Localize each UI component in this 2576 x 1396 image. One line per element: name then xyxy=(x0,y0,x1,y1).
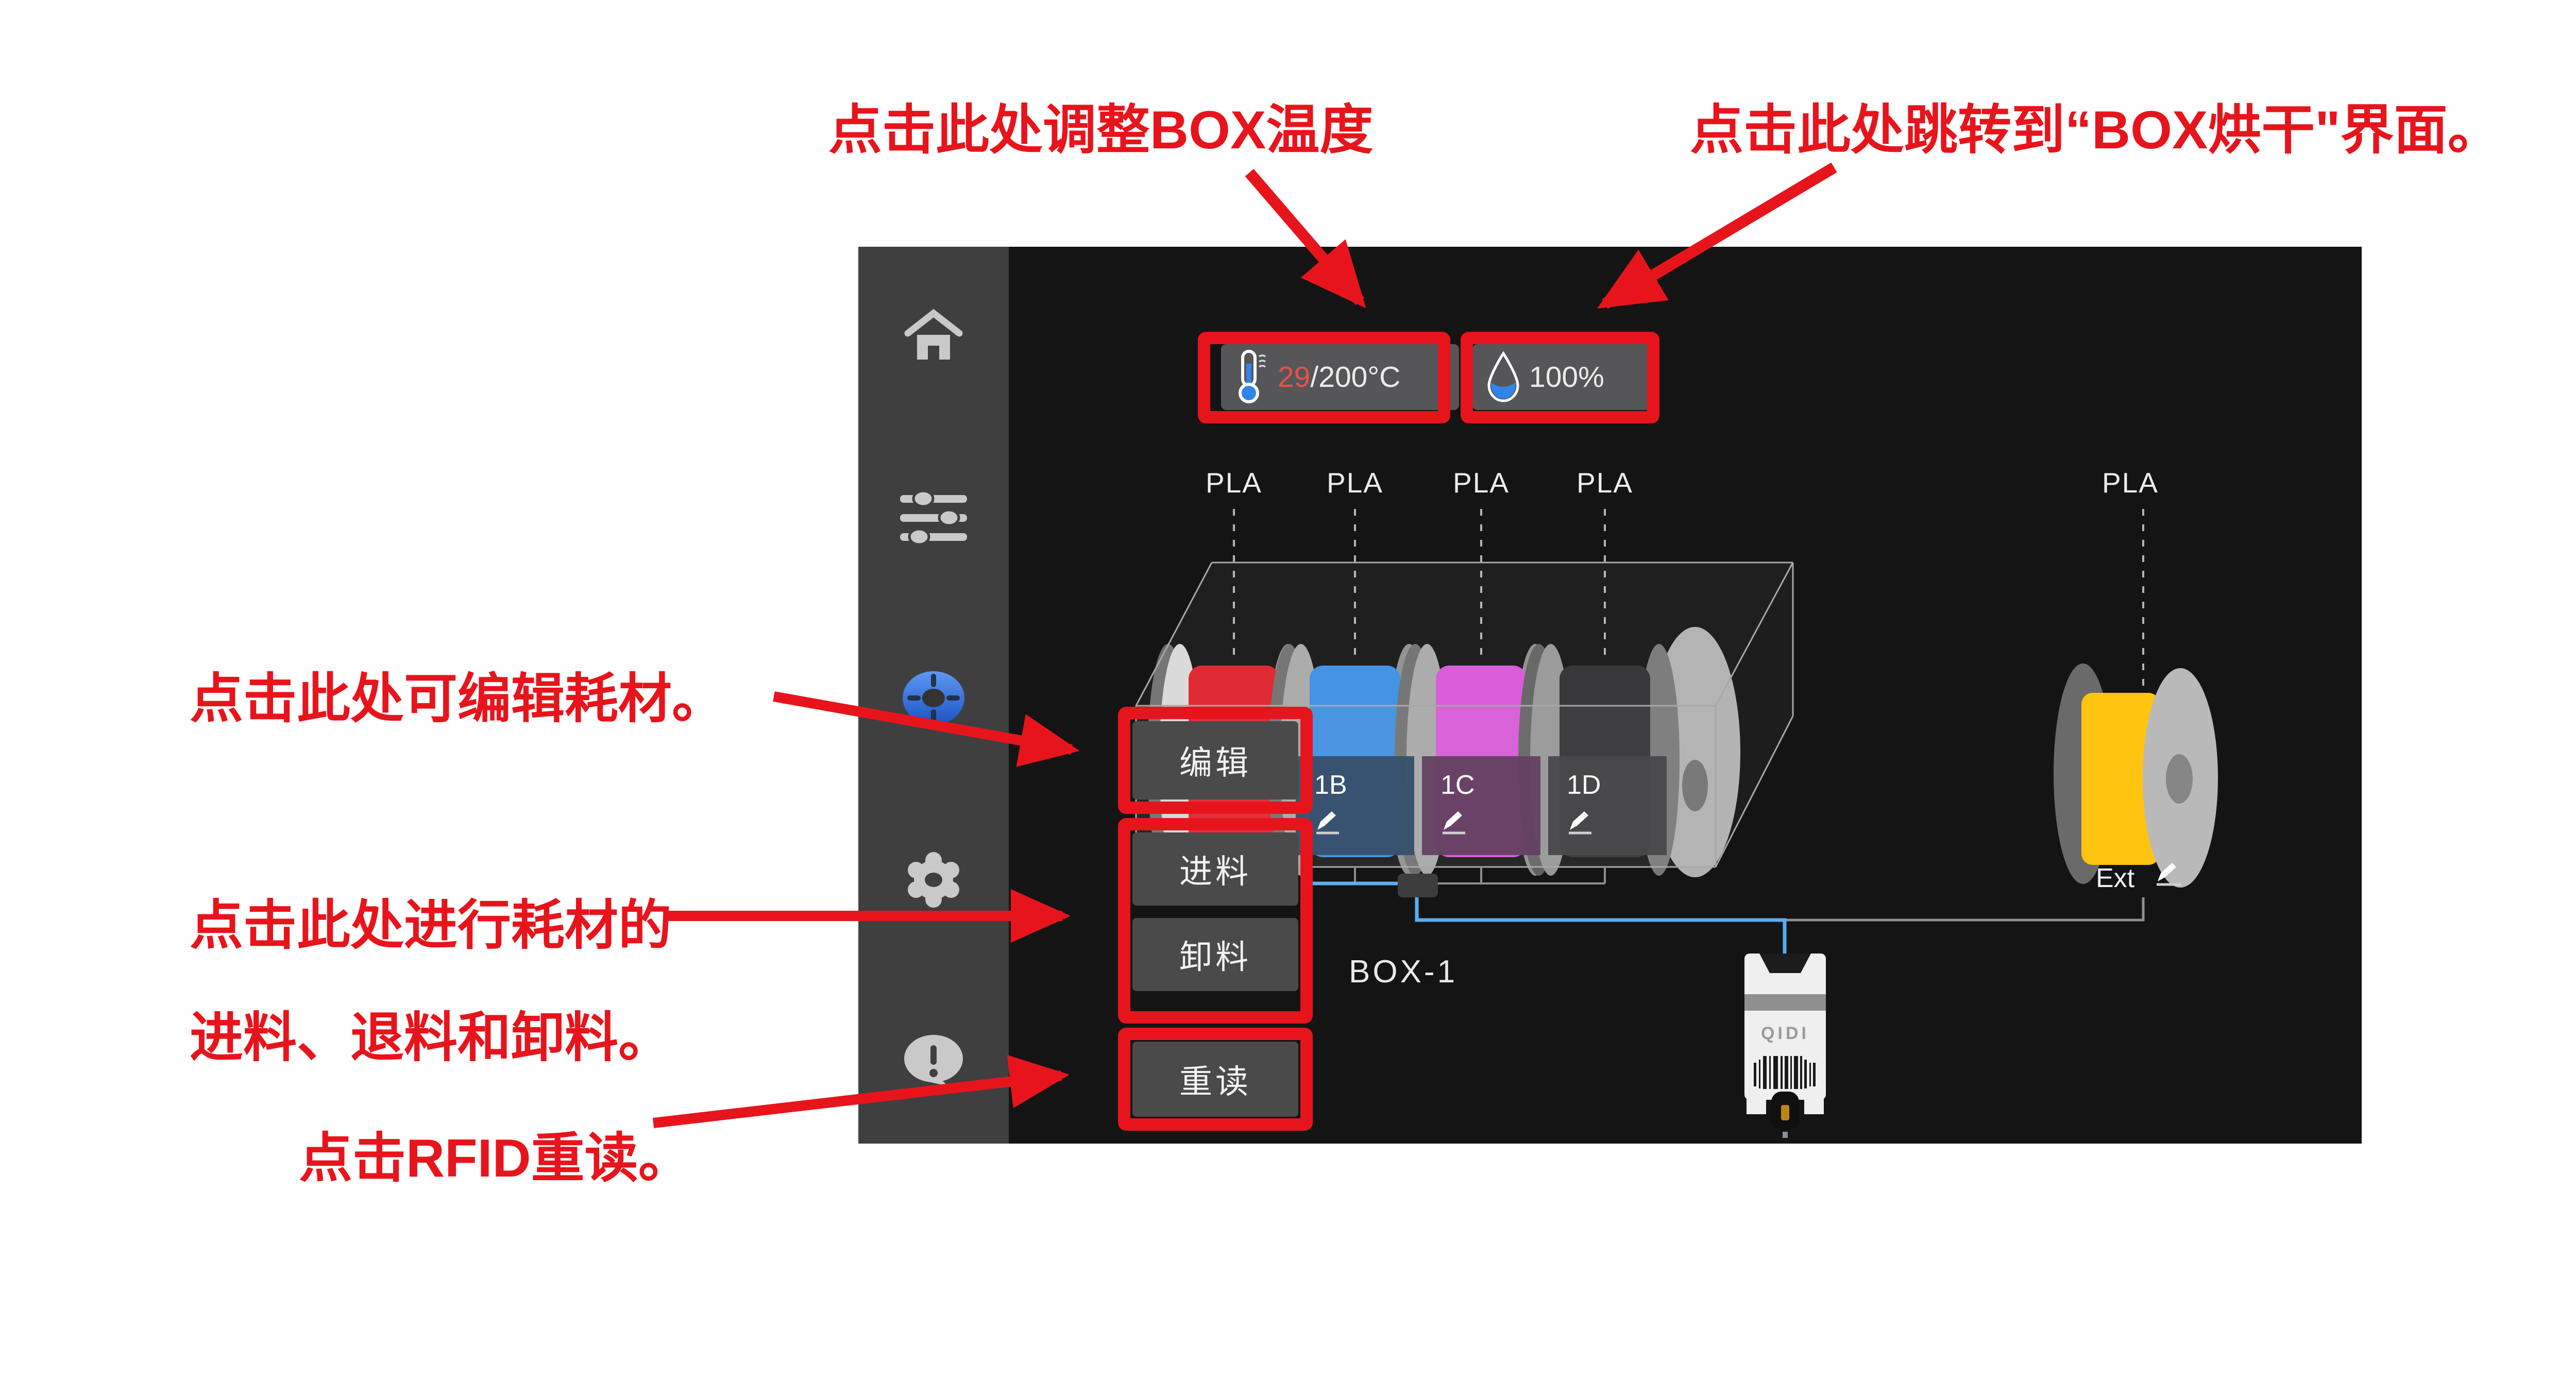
humidity-value: 100% xyxy=(1529,361,1604,394)
filament-box-outline xyxy=(1135,561,1794,868)
slot-tag-1b[interactable]: 1B xyxy=(1296,756,1414,855)
active-tube xyxy=(1415,896,1787,955)
pla-leader-lines xyxy=(1233,509,2144,690)
slot-a-material-label: PLA xyxy=(1206,467,1262,499)
reread-button[interactable]: 重读 xyxy=(1132,1042,1298,1117)
edit-button[interactable]: 编辑 xyxy=(1132,721,1298,799)
target-temperature: /200°C xyxy=(1310,361,1401,394)
svg-text:1D: 1D xyxy=(1567,770,1601,800)
tube-coupler xyxy=(1398,874,1438,897)
svg-text:Ext: Ext xyxy=(2096,863,2135,893)
humidity-drop-icon xyxy=(1487,351,1519,402)
slot-d-material-label: PLA xyxy=(1577,467,1633,499)
annotation-temp: 点击此处调整BOX温度 xyxy=(828,100,1374,160)
device-leg-left xyxy=(1747,1097,1766,1114)
sidebar-item-home[interactable] xyxy=(858,283,1009,386)
annotation-feed-line2: 进料、退料和卸料。 xyxy=(190,1008,672,1068)
device-inlet xyxy=(1759,954,1811,973)
ext-spool xyxy=(2054,663,2218,888)
printer-screen: 1B 1C 1D xyxy=(858,247,2362,1144)
device-logo: QIDI xyxy=(1761,1024,1809,1043)
current-temperature: 29 xyxy=(1278,361,1311,394)
slot-tag-1d[interactable]: 1D xyxy=(1548,756,1667,855)
annotation-rfid: 点击RFID重读。 xyxy=(299,1129,692,1188)
box-humidity-button[interactable]: 100% xyxy=(1472,344,1656,410)
ext-spool-tag[interactable]: Ext xyxy=(2096,863,2181,893)
sliders-icon xyxy=(900,490,967,546)
gear-icon xyxy=(908,852,959,908)
filament-tubes xyxy=(1313,867,2145,955)
edit-pencil-icon[interactable] xyxy=(1443,811,1465,835)
ext-tube xyxy=(1785,897,2145,922)
unload-button[interactable]: 卸料 xyxy=(1132,918,1298,991)
filament-scene: 1B 1C 1D xyxy=(1135,509,2218,1138)
heat-waves xyxy=(1259,354,1266,368)
slot-tag-1c[interactable]: 1C xyxy=(1422,756,1540,855)
home-icon xyxy=(904,309,963,360)
edit-pencil-icon[interactable] xyxy=(2157,863,2181,886)
slot-b-material-label: PLA xyxy=(1327,467,1383,499)
sidebar-item-adjust[interactable] xyxy=(858,467,1009,570)
annotation-edit: 点击此处可编辑耗材。 xyxy=(190,669,726,729)
box-name-label: BOX-1 xyxy=(1349,954,1458,990)
annotation-feed-line1: 点击此处进行耗材的 xyxy=(190,896,672,956)
extruder-device: QIDI xyxy=(1744,954,1826,1138)
edit-pencil-icon[interactable] xyxy=(1569,811,1591,835)
feed-button[interactable]: 进料 xyxy=(1132,832,1298,906)
box-temperature-button[interactable]: 29/200°C xyxy=(1221,344,1459,410)
device-barcode xyxy=(1754,1056,1816,1089)
svg-text:1B: 1B xyxy=(1314,770,1347,800)
sidebar-item-settings[interactable] xyxy=(858,828,1009,931)
slot-c-material-label: PLA xyxy=(1453,467,1510,499)
edit-pencil-icon[interactable] xyxy=(1316,811,1339,835)
annotation-dry: 点击此处跳转到“BOX烘干"界面。 xyxy=(1690,100,2501,160)
thermometer-icon xyxy=(1239,350,1266,403)
device-leg-right xyxy=(1804,1097,1824,1114)
ext-material-label: PLA xyxy=(2102,467,2159,499)
svg-text:1C: 1C xyxy=(1440,770,1475,800)
